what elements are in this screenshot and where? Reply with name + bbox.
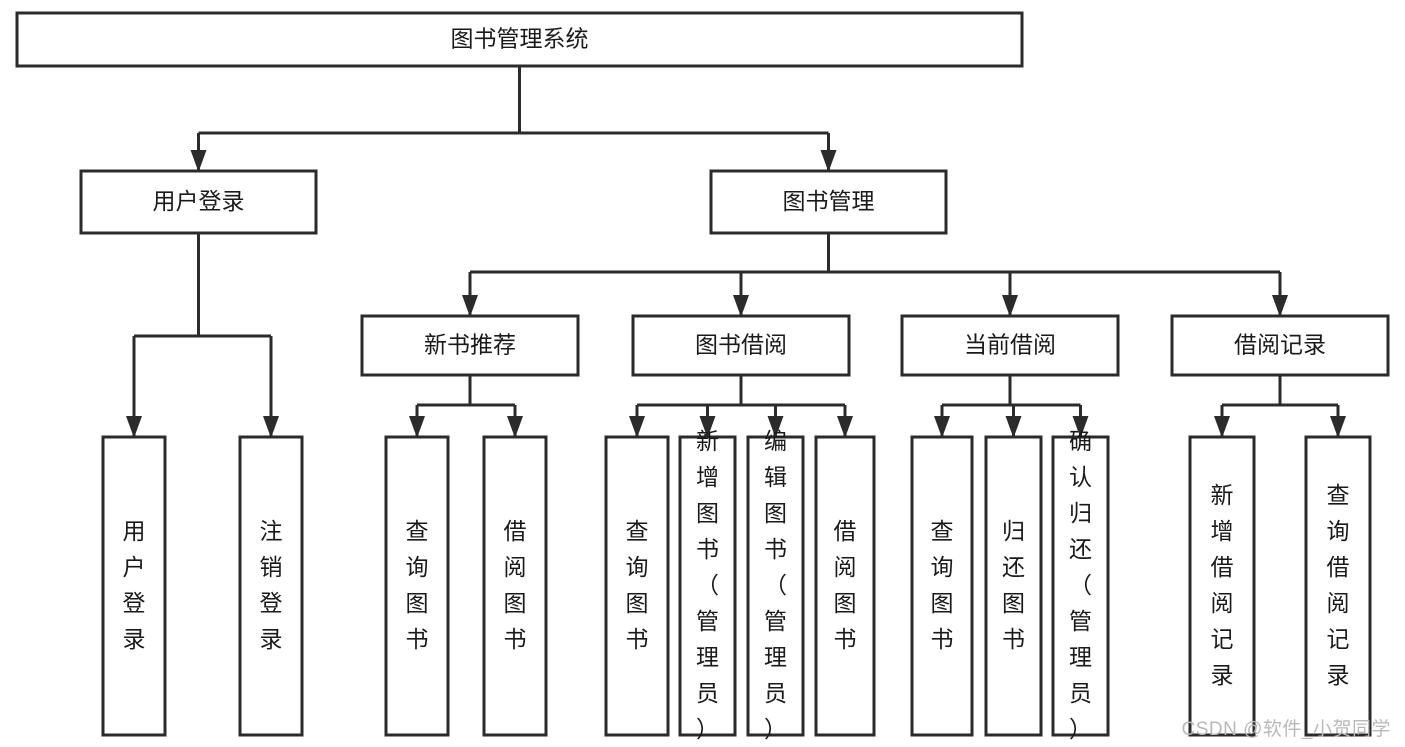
node-box: [910, 435, 974, 737]
node-box: [900, 314, 1120, 377]
node-user-login[interactable]: 用户登录: [79, 169, 318, 235]
arrow-head-icon: [1272, 295, 1288, 317]
arrow-head-icon: [1002, 295, 1018, 317]
node-label: 借阅记录: [1234, 332, 1326, 358]
node-label: 新书推荐: [424, 332, 516, 358]
node-box: [482, 435, 548, 737]
node-box: [238, 435, 304, 737]
arrow-head-icon: [767, 416, 784, 438]
node-label: 借阅图书: [834, 518, 857, 652]
arrow-head-icon: [507, 416, 523, 438]
arrow-head-icon: [409, 416, 425, 438]
arrow-head-icon: [733, 295, 749, 317]
node-leaf-confirm-return[interactable]: 确认归还（管理员）: [1051, 428, 1110, 742]
node-book-borrow[interactable]: 图书借阅: [631, 314, 851, 377]
arrow-head-icon: [1214, 416, 1230, 438]
node-label: 注销登录: [260, 518, 283, 652]
node-leaf-query-book-3[interactable]: 查询图书: [910, 435, 974, 737]
node-label: 图书借阅: [695, 332, 787, 358]
node-box: [360, 314, 580, 377]
node-box: [984, 435, 1043, 737]
node-box: [1188, 435, 1256, 737]
node-label: 图书管理系统: [451, 26, 589, 52]
node-book-manage[interactable]: 图书管理: [709, 169, 948, 235]
node-label: 新增借阅记录: [1211, 482, 1234, 688]
arrow-head-icon: [263, 416, 279, 438]
node-box: [15, 11, 1024, 68]
node-box: [678, 435, 737, 737]
node-label: 确认归还（管理员）: [1069, 428, 1092, 742]
node-label: 查询图书: [406, 518, 429, 652]
node-box: [814, 435, 876, 737]
node-label: 用户登录: [123, 518, 146, 652]
node-leaf-borrow-book-1[interactable]: 借阅图书: [482, 435, 548, 737]
node-leaf-query-book-1[interactable]: 查询图书: [384, 435, 450, 737]
node-box: [604, 435, 670, 737]
arrow-head-icon: [190, 150, 207, 172]
node-leaf-add-record[interactable]: 新增借阅记录: [1188, 435, 1256, 737]
node-label: 新增图书（管理员）: [696, 428, 719, 742]
arrow-head-icon: [820, 150, 837, 172]
node-box: [79, 169, 318, 235]
arrow-head-icon: [629, 416, 645, 438]
arrow-head-icon: [699, 416, 716, 438]
node-new-book-recommend[interactable]: 新书推荐: [360, 314, 580, 377]
node-box: [1170, 314, 1390, 377]
node-leaf-query-record[interactable]: 查询借阅记录: [1304, 435, 1372, 737]
node-layer: 图书管理系统用户登录图书管理新书推荐图书借阅当前借阅借阅记录用户登录注销登录查询…: [15, 11, 1390, 742]
node-box: [1304, 435, 1372, 737]
node-box: [101, 435, 167, 737]
arrow-head-icon: [837, 416, 853, 438]
node-leaf-user-login[interactable]: 用户登录: [101, 435, 167, 737]
node-label: 当前借阅: [964, 332, 1056, 358]
node-label: 编辑图书（管理员）: [764, 428, 787, 742]
node-label: 查询图书: [931, 518, 954, 652]
node-label: 借阅图书: [504, 518, 527, 652]
node-label: 用户登录: [153, 188, 245, 214]
node-label: 归还图书: [1002, 518, 1025, 652]
node-box: [1051, 435, 1110, 737]
node-box: [631, 314, 851, 377]
node-root[interactable]: 图书管理系统: [15, 11, 1024, 68]
node-label: 查询图书: [626, 518, 649, 652]
csdn-watermark: CSDN @软件_小贺同学: [1181, 719, 1391, 740]
node-leaf-edit-book[interactable]: 编辑图书（管理员）: [746, 428, 805, 742]
arrow-head-icon: [1330, 416, 1346, 438]
node-box: [384, 435, 450, 737]
node-leaf-logout[interactable]: 注销登录: [238, 435, 304, 737]
arrow-head-icon: [1005, 416, 1022, 438]
node-borrow-record[interactable]: 借阅记录: [1170, 314, 1390, 377]
node-leaf-borrow-book-2[interactable]: 借阅图书: [814, 435, 876, 737]
node-label: 图书管理: [783, 188, 875, 214]
node-leaf-query-book-2[interactable]: 查询图书: [604, 435, 670, 737]
arrow-head-icon: [934, 416, 950, 438]
arrow-head-icon: [126, 416, 142, 438]
arrow-head-icon: [462, 295, 478, 317]
arrow-head-icon: [1072, 416, 1089, 438]
connector-layer: [126, 66, 1346, 438]
node-label: 查询借阅记录: [1327, 482, 1350, 688]
node-box: [746, 435, 805, 737]
node-box: [709, 169, 948, 235]
node-leaf-add-book[interactable]: 新增图书（管理员）: [678, 428, 737, 742]
node-current-borrow[interactable]: 当前借阅: [900, 314, 1120, 377]
node-leaf-return-book[interactable]: 归还图书: [984, 435, 1043, 737]
